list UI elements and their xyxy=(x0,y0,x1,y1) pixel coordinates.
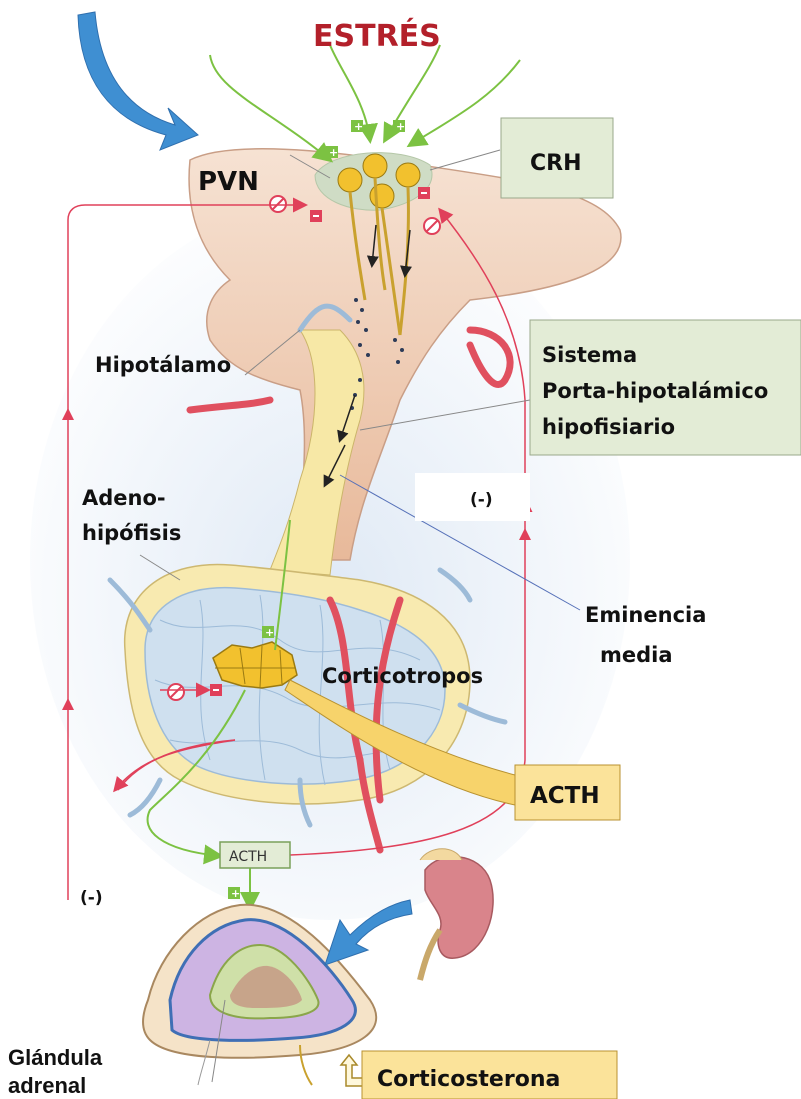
blue-stress-arrow xyxy=(78,12,198,150)
neg-left-label: (-) xyxy=(80,888,103,908)
adeno-line1: Adeno- xyxy=(82,486,166,510)
corticotropos-label: Corticotropos xyxy=(322,664,483,688)
stress-title: ESTRÉS xyxy=(313,18,441,54)
svg-text:+: + xyxy=(354,120,363,133)
hipotalamo-label: Hipotálamo xyxy=(95,353,231,377)
sistema-line3: hipofisiario xyxy=(542,415,675,439)
neg-right-label: (-) xyxy=(470,490,493,510)
pvn-label: PVN xyxy=(198,167,259,197)
glandula-line2: adrenal xyxy=(8,1073,86,1098)
adeno-line2: hipófisis xyxy=(82,521,181,545)
corticosterona-label: Corticosterona xyxy=(377,1067,560,1092)
acth-box-label: ACTH xyxy=(530,783,600,809)
eminencia-line2: media xyxy=(600,643,673,667)
svg-text:+: + xyxy=(329,146,338,159)
stress-stimuli xyxy=(210,45,520,160)
glandula-line1: Glándula xyxy=(8,1045,103,1070)
acth-small-label: ACTH xyxy=(229,849,267,865)
eminencia-line1: Eminencia xyxy=(585,603,706,627)
svg-text:+: + xyxy=(396,120,405,133)
sistema-line2: Porta-hipotalámico xyxy=(542,379,768,403)
svg-text:+: + xyxy=(265,626,274,639)
kidney xyxy=(420,849,493,980)
svg-text:+: + xyxy=(231,887,240,900)
crh-label: CRH xyxy=(530,151,582,176)
sistema-line1: Sistema xyxy=(542,343,637,367)
